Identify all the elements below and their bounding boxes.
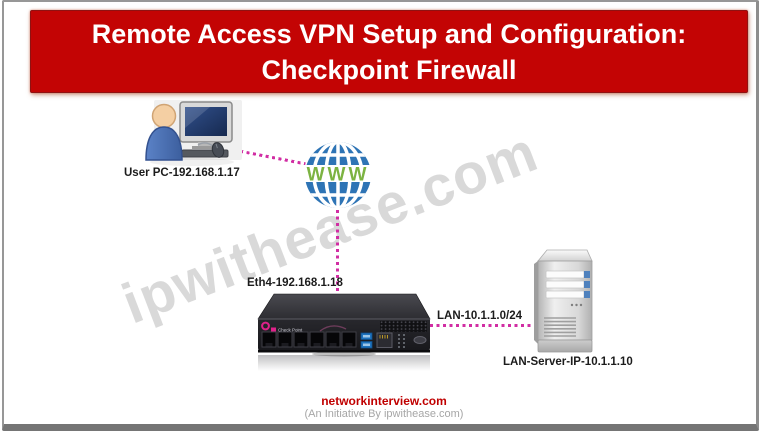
drive-bays — [545, 270, 590, 299]
globe-www-icon: WWW — [302, 142, 374, 208]
title-banner: Remote Access VPN Setup and Configuratio… — [30, 10, 748, 93]
user-pc-node — [140, 98, 244, 175]
usb-ports — [360, 332, 373, 349]
internet-node: WWW — [302, 139, 374, 216]
lan-link-label: LAN-10.1.1.0/24 — [437, 310, 523, 322]
ethernet-ports — [261, 331, 357, 348]
www-text: WWW — [307, 165, 370, 186]
title-line-2: Checkpoint Firewall — [261, 54, 517, 85]
footer-site-text: networkinterview.com — [321, 394, 447, 408]
mgmt-port — [376, 332, 393, 348]
lan-server-label: LAN-Server-IP-10.1.1.10 — [503, 356, 633, 368]
lan-server-node — [532, 244, 598, 361]
footer-tagline-text: (An Initiative By ipwithease.com) — [304, 408, 464, 420]
firewall-brand-text: Check Point — [278, 328, 303, 333]
firewall-node: Check Point — [252, 290, 434, 383]
checkpoint-firewall-appliance-icon: Check Point — [257, 293, 431, 371]
title-line-1: Remote Access VPN Setup and Configuratio… — [91, 18, 687, 49]
tower-server-icon — [534, 249, 593, 353]
link-internet-to-firewall — [336, 210, 339, 293]
firewall-interface-label: Eth4-192.168.1.18 — [247, 277, 343, 289]
status-leds — [398, 334, 405, 348]
person-at-computer-icon — [145, 100, 242, 166]
user-pc-label: User PC-192.168.1.17 — [124, 167, 240, 179]
link-firewall-to-server — [430, 324, 533, 327]
